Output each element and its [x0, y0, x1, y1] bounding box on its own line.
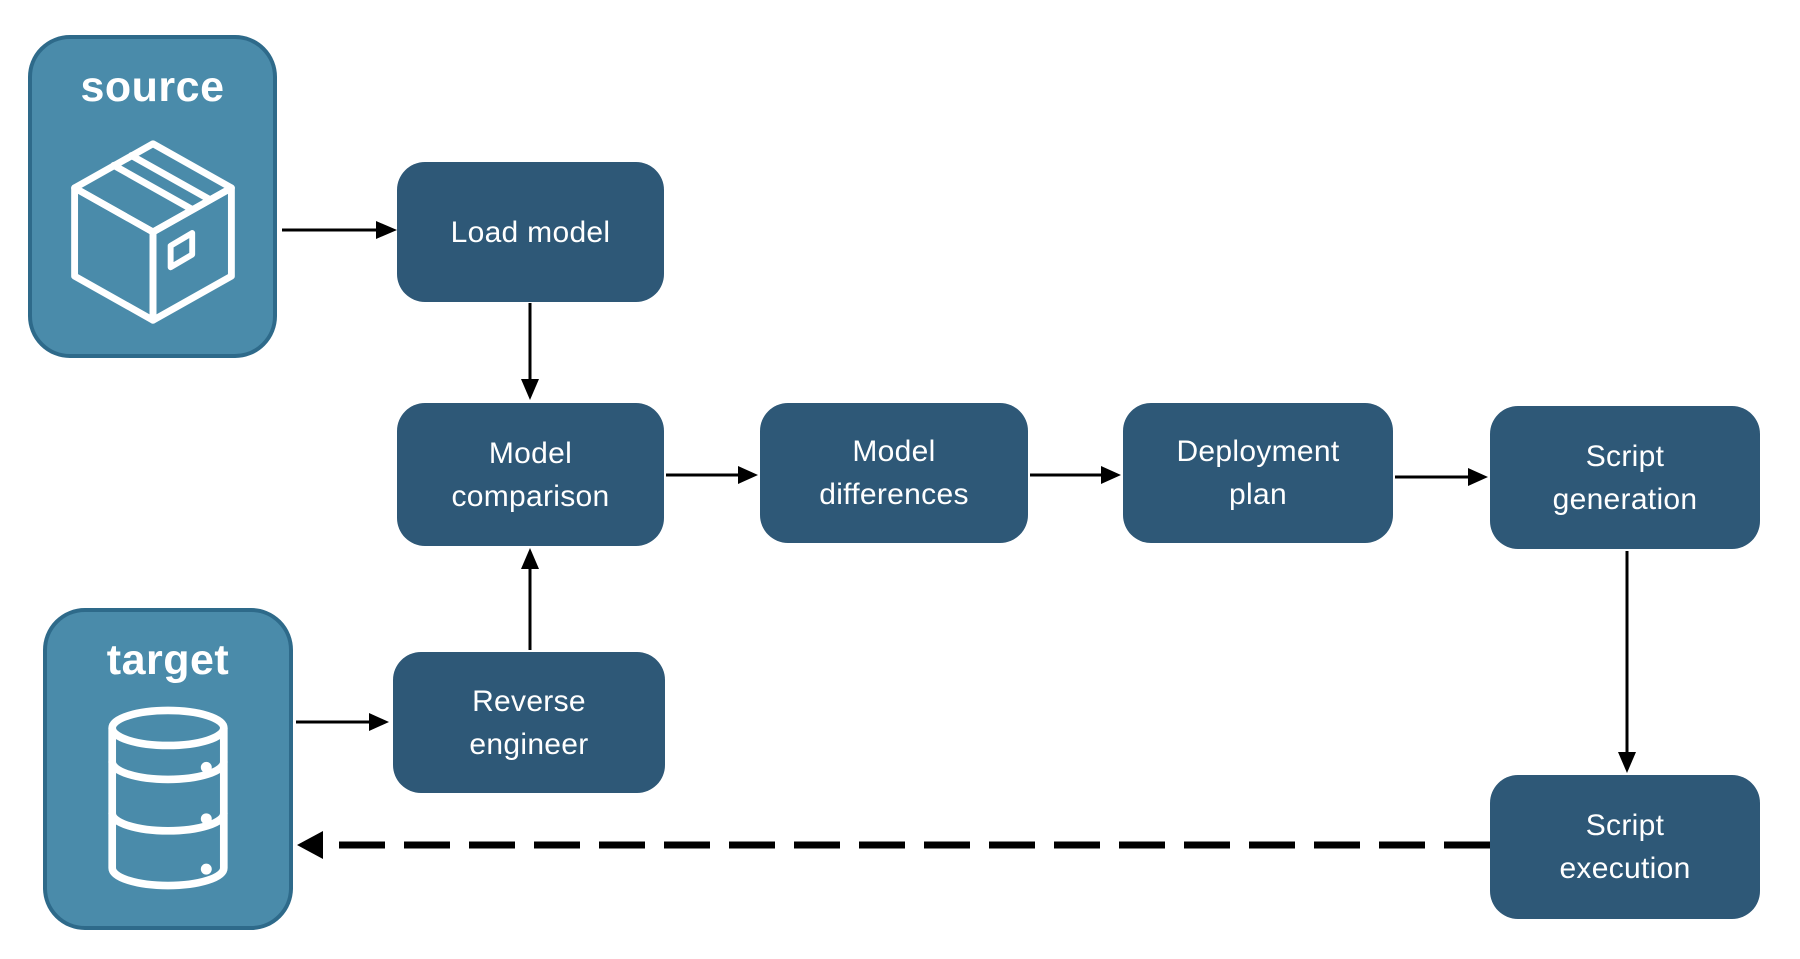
node-reverse-engineer-label: Reverse engineer	[469, 684, 589, 761]
node-source-label: source	[80, 63, 225, 111]
node-deployment-plan: Deployment plan	[1123, 403, 1393, 543]
node-model-comparison-label: Model comparison	[451, 436, 610, 513]
node-script-execution-label: Script execution	[1559, 809, 1691, 885]
node-script-execution: Script execution	[1490, 775, 1760, 919]
edge-load-model-to-model-comparison	[521, 303, 539, 400]
node-model-differences: Model differences	[760, 403, 1028, 543]
node-load-model: Load model	[397, 162, 664, 302]
database-icon	[93, 705, 243, 891]
edge-script-generation-to-script-execution	[1618, 551, 1636, 773]
edge-model-differences-to-deployment-plan	[1030, 466, 1121, 484]
node-reverse-engineer: Reverse engineer	[393, 652, 665, 793]
edge-source-to-load-model	[282, 221, 397, 239]
node-source: source	[28, 35, 277, 358]
node-script-generation: Script generation	[1490, 406, 1760, 549]
edge-model-comparison-to-model-differences	[666, 466, 758, 484]
package-icon	[64, 134, 242, 330]
node-target-label: target	[106, 636, 230, 684]
edge-deployment-plan-to-script-generation	[1395, 468, 1488, 486]
node-target: target	[43, 608, 293, 930]
node-deployment-plan-label: Deployment plan	[1176, 435, 1340, 511]
node-load-model-label: Load model	[450, 215, 611, 249]
node-model-differences-label: Model differences	[819, 435, 969, 511]
edge-script-execution-to-target-dashed	[297, 831, 1490, 859]
edge-target-to-reverse-engineer	[296, 713, 389, 731]
edge-reverse-engineer-to-model-comparison	[521, 548, 539, 650]
node-model-comparison: Model comparison	[397, 403, 664, 546]
node-script-generation-label: Script generation	[1552, 439, 1698, 516]
